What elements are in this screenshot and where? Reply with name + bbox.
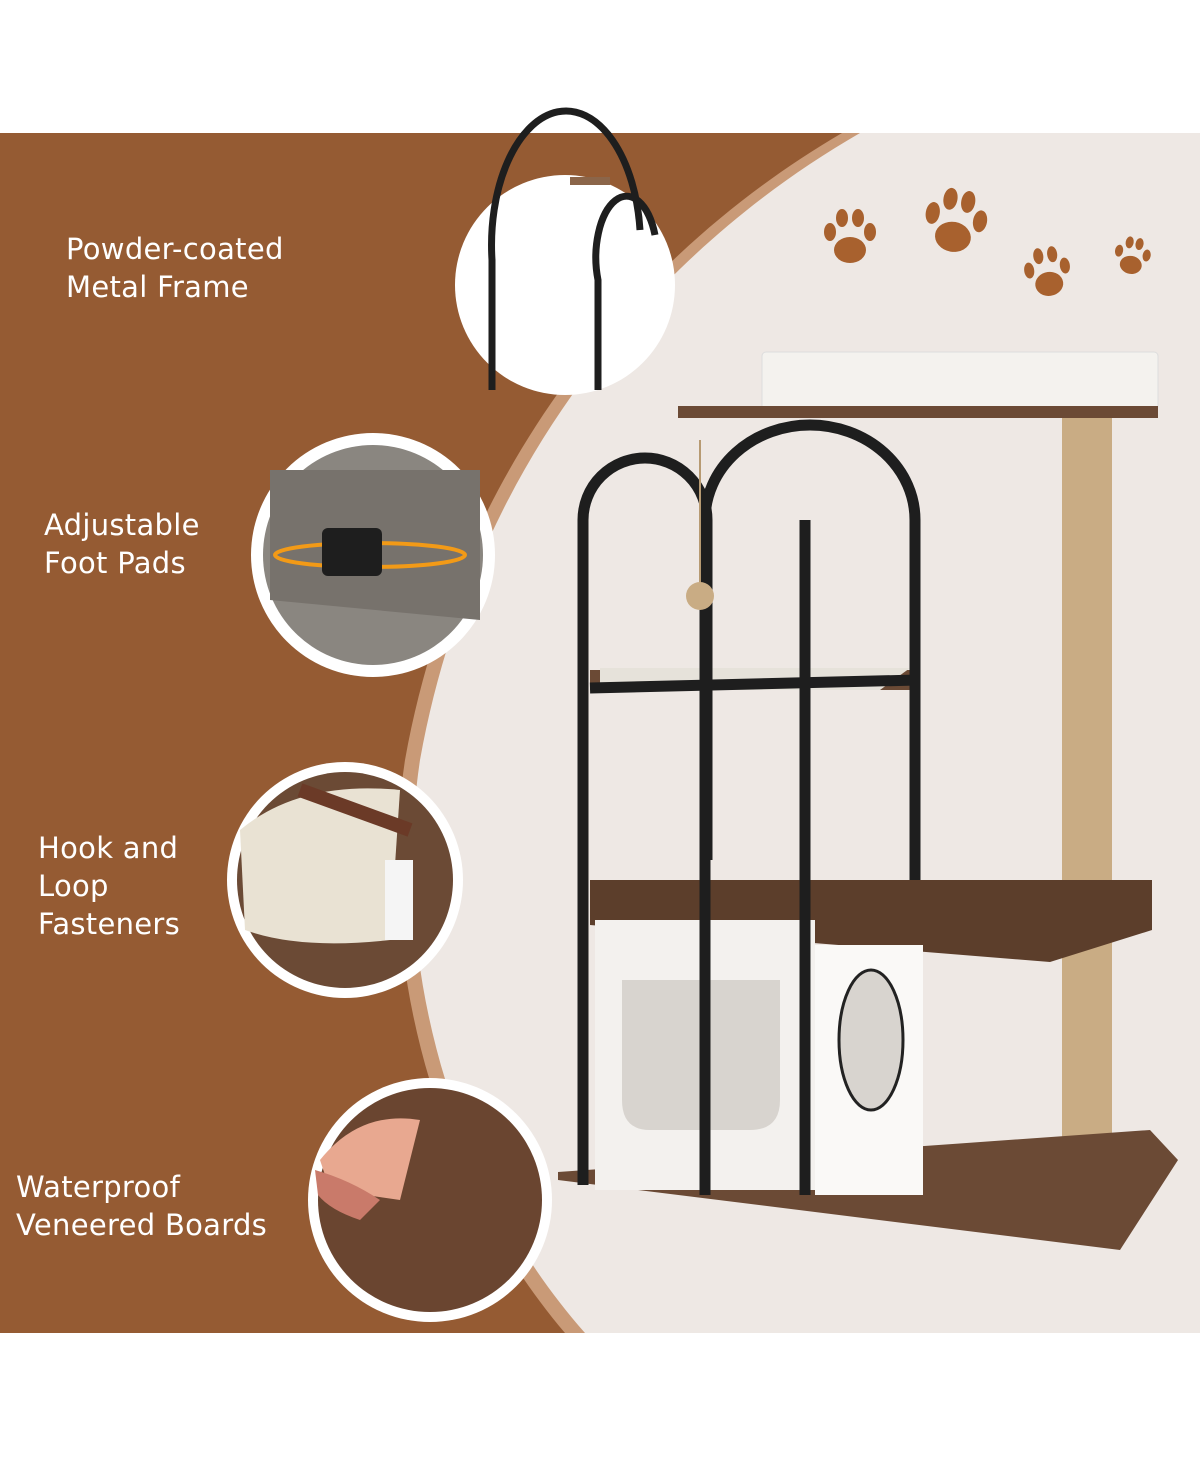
feature-line: Metal Frame: [66, 270, 249, 304]
feature-label-foot-pads: Adjustable Foot Pads: [44, 506, 200, 582]
feature-line: Hook and: [38, 831, 179, 865]
feature-line: Adjustable: [44, 508, 200, 542]
feature-line: Loop: [38, 869, 109, 903]
feature-line: Powder-coated: [66, 232, 284, 266]
feature-line: Waterproof: [16, 1170, 181, 1204]
hanging-ball: [686, 582, 714, 610]
paw-prints-icon: [824, 187, 1151, 296]
sisal-post: [1062, 415, 1112, 1203]
metal-frame-detail-image: [455, 107, 675, 395]
cat-tree-product: [558, 351, 1178, 1250]
middle-platform: [590, 880, 1152, 962]
top-cushion: [761, 351, 1159, 411]
feature-line: Veneered Boards: [16, 1208, 268, 1242]
feature-line: Fasteners: [38, 907, 181, 941]
feature-label-veneer-boards: Waterproof Veneered Boards: [16, 1168, 267, 1244]
feature-label-fasteners: Hook and Loop Fasteners: [38, 829, 180, 943]
foot-pad-detail-image: [251, 433, 495, 677]
brown-panel: [0, 133, 842, 1333]
condo-window: [837, 968, 905, 1112]
top-platform: [678, 406, 1158, 418]
fastener-detail-image: [227, 762, 463, 998]
feature-line: Foot Pads: [44, 546, 186, 580]
feature-label-metal-frame: Powder-coated Metal Frame: [66, 230, 284, 306]
metal-frame: [577, 419, 921, 1195]
veneer-board-detail-image: [308, 1078, 552, 1322]
